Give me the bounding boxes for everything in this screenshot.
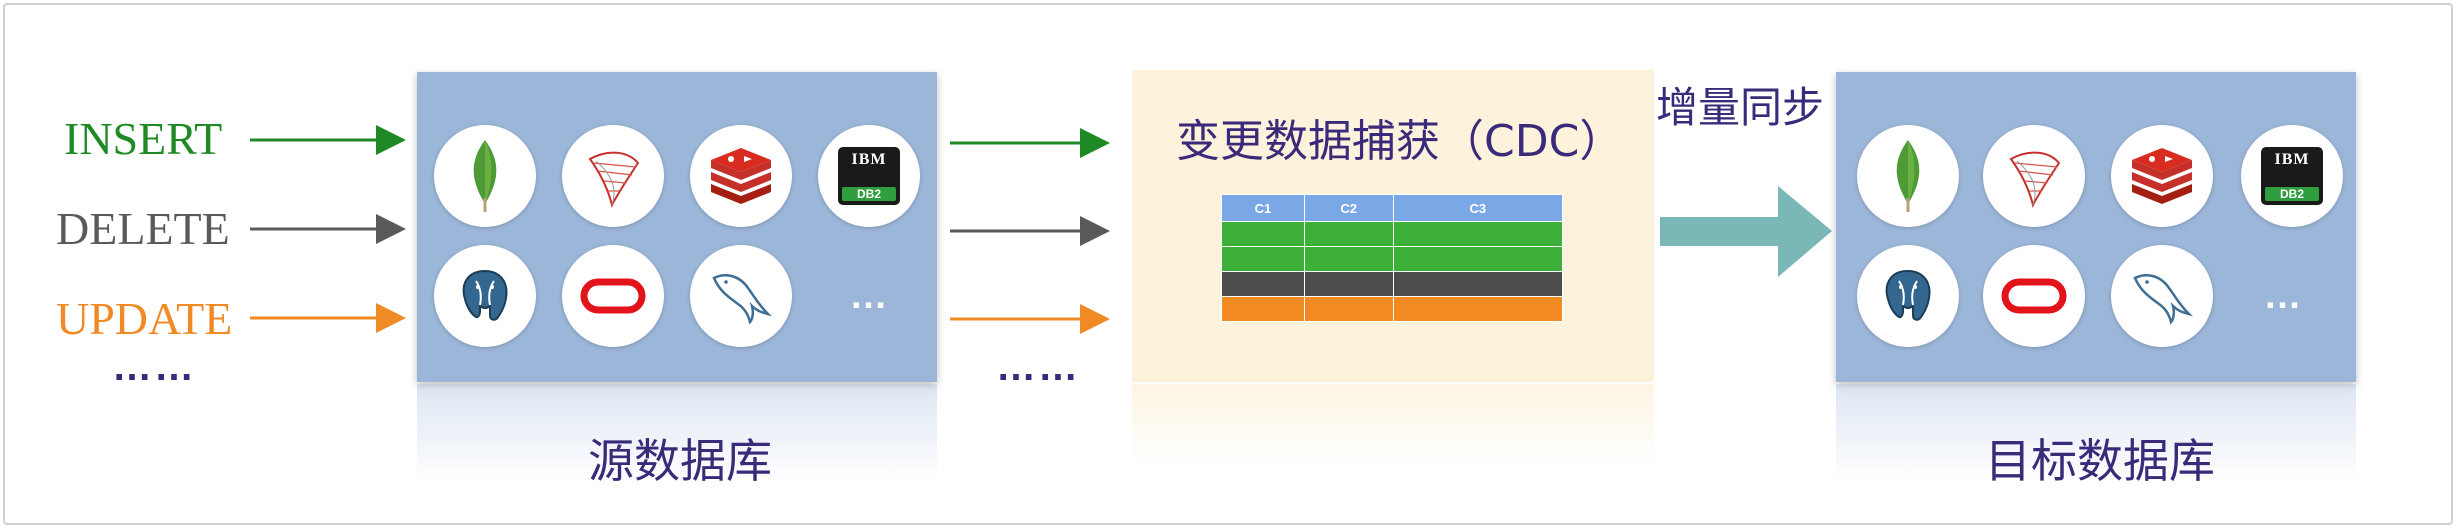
- mongodb-icon: [434, 125, 536, 227]
- ibm-db2-icon: IBM DB2: [2241, 125, 2343, 227]
- cdc-col-c1: C1: [1221, 194, 1305, 222]
- more-label: …: [849, 274, 889, 317]
- insert-label: INSERT: [64, 113, 223, 164]
- middle-ellipsis: ……: [996, 345, 1080, 389]
- redis-icon: [690, 125, 792, 227]
- cdc-table: C1 C2 C3: [1221, 194, 1564, 322]
- update-label: UPDATE: [56, 293, 233, 344]
- mysql-icon: [690, 245, 792, 347]
- cdc-title: 变更数据捕获（CDC）: [1176, 116, 1624, 167]
- source-db-caption: 源数据库: [588, 434, 772, 488]
- cdc-row-insert-1: [1221, 221, 1564, 247]
- incremental-sync-label: 增量同步: [1656, 83, 1825, 132]
- ibm-label: IBM: [2274, 151, 2310, 168]
- db2-label: DB2: [842, 187, 896, 201]
- cdc-row-update: [1221, 296, 1564, 322]
- sqlserver-icon: [1983, 125, 2085, 227]
- sqlserver-icon: [562, 125, 664, 227]
- cdc-row-delete: [1221, 271, 1564, 297]
- oracle-icon: [562, 245, 664, 347]
- more-operations-ellipsis: ……: [112, 345, 196, 389]
- more-icon: …: [818, 245, 920, 347]
- cdc-row-insert-2: [1221, 246, 1564, 272]
- cdc-reflection: [1132, 384, 1654, 464]
- cdc-col-c2: C2: [1303, 194, 1394, 222]
- target-db-reflection: [1836, 384, 2356, 484]
- postgresql-icon: [1857, 245, 1959, 347]
- target-db-caption: 目标数据库: [1985, 434, 2215, 488]
- cdc-table-header: C1 C2 C3: [1221, 194, 1564, 222]
- postgresql-icon: [434, 245, 536, 347]
- redis-icon: [2111, 125, 2213, 227]
- ibm-label: IBM: [851, 151, 887, 168]
- ibm-db2-icon: IBM DB2: [818, 125, 920, 227]
- mongodb-icon: [1857, 125, 1959, 227]
- oracle-icon: [1983, 245, 2085, 347]
- source-db-reflection: [417, 384, 937, 484]
- sync-arrow: [1660, 186, 1832, 277]
- diagram-frame: [3, 3, 2453, 525]
- more-icon: …: [2232, 245, 2334, 347]
- cdc-col-c3: C3: [1392, 194, 1564, 222]
- mysql-icon: [2111, 245, 2213, 347]
- delete-label: DELETE: [56, 203, 230, 254]
- more-label: …: [2263, 274, 2303, 317]
- db2-label: DB2: [2265, 187, 2319, 201]
